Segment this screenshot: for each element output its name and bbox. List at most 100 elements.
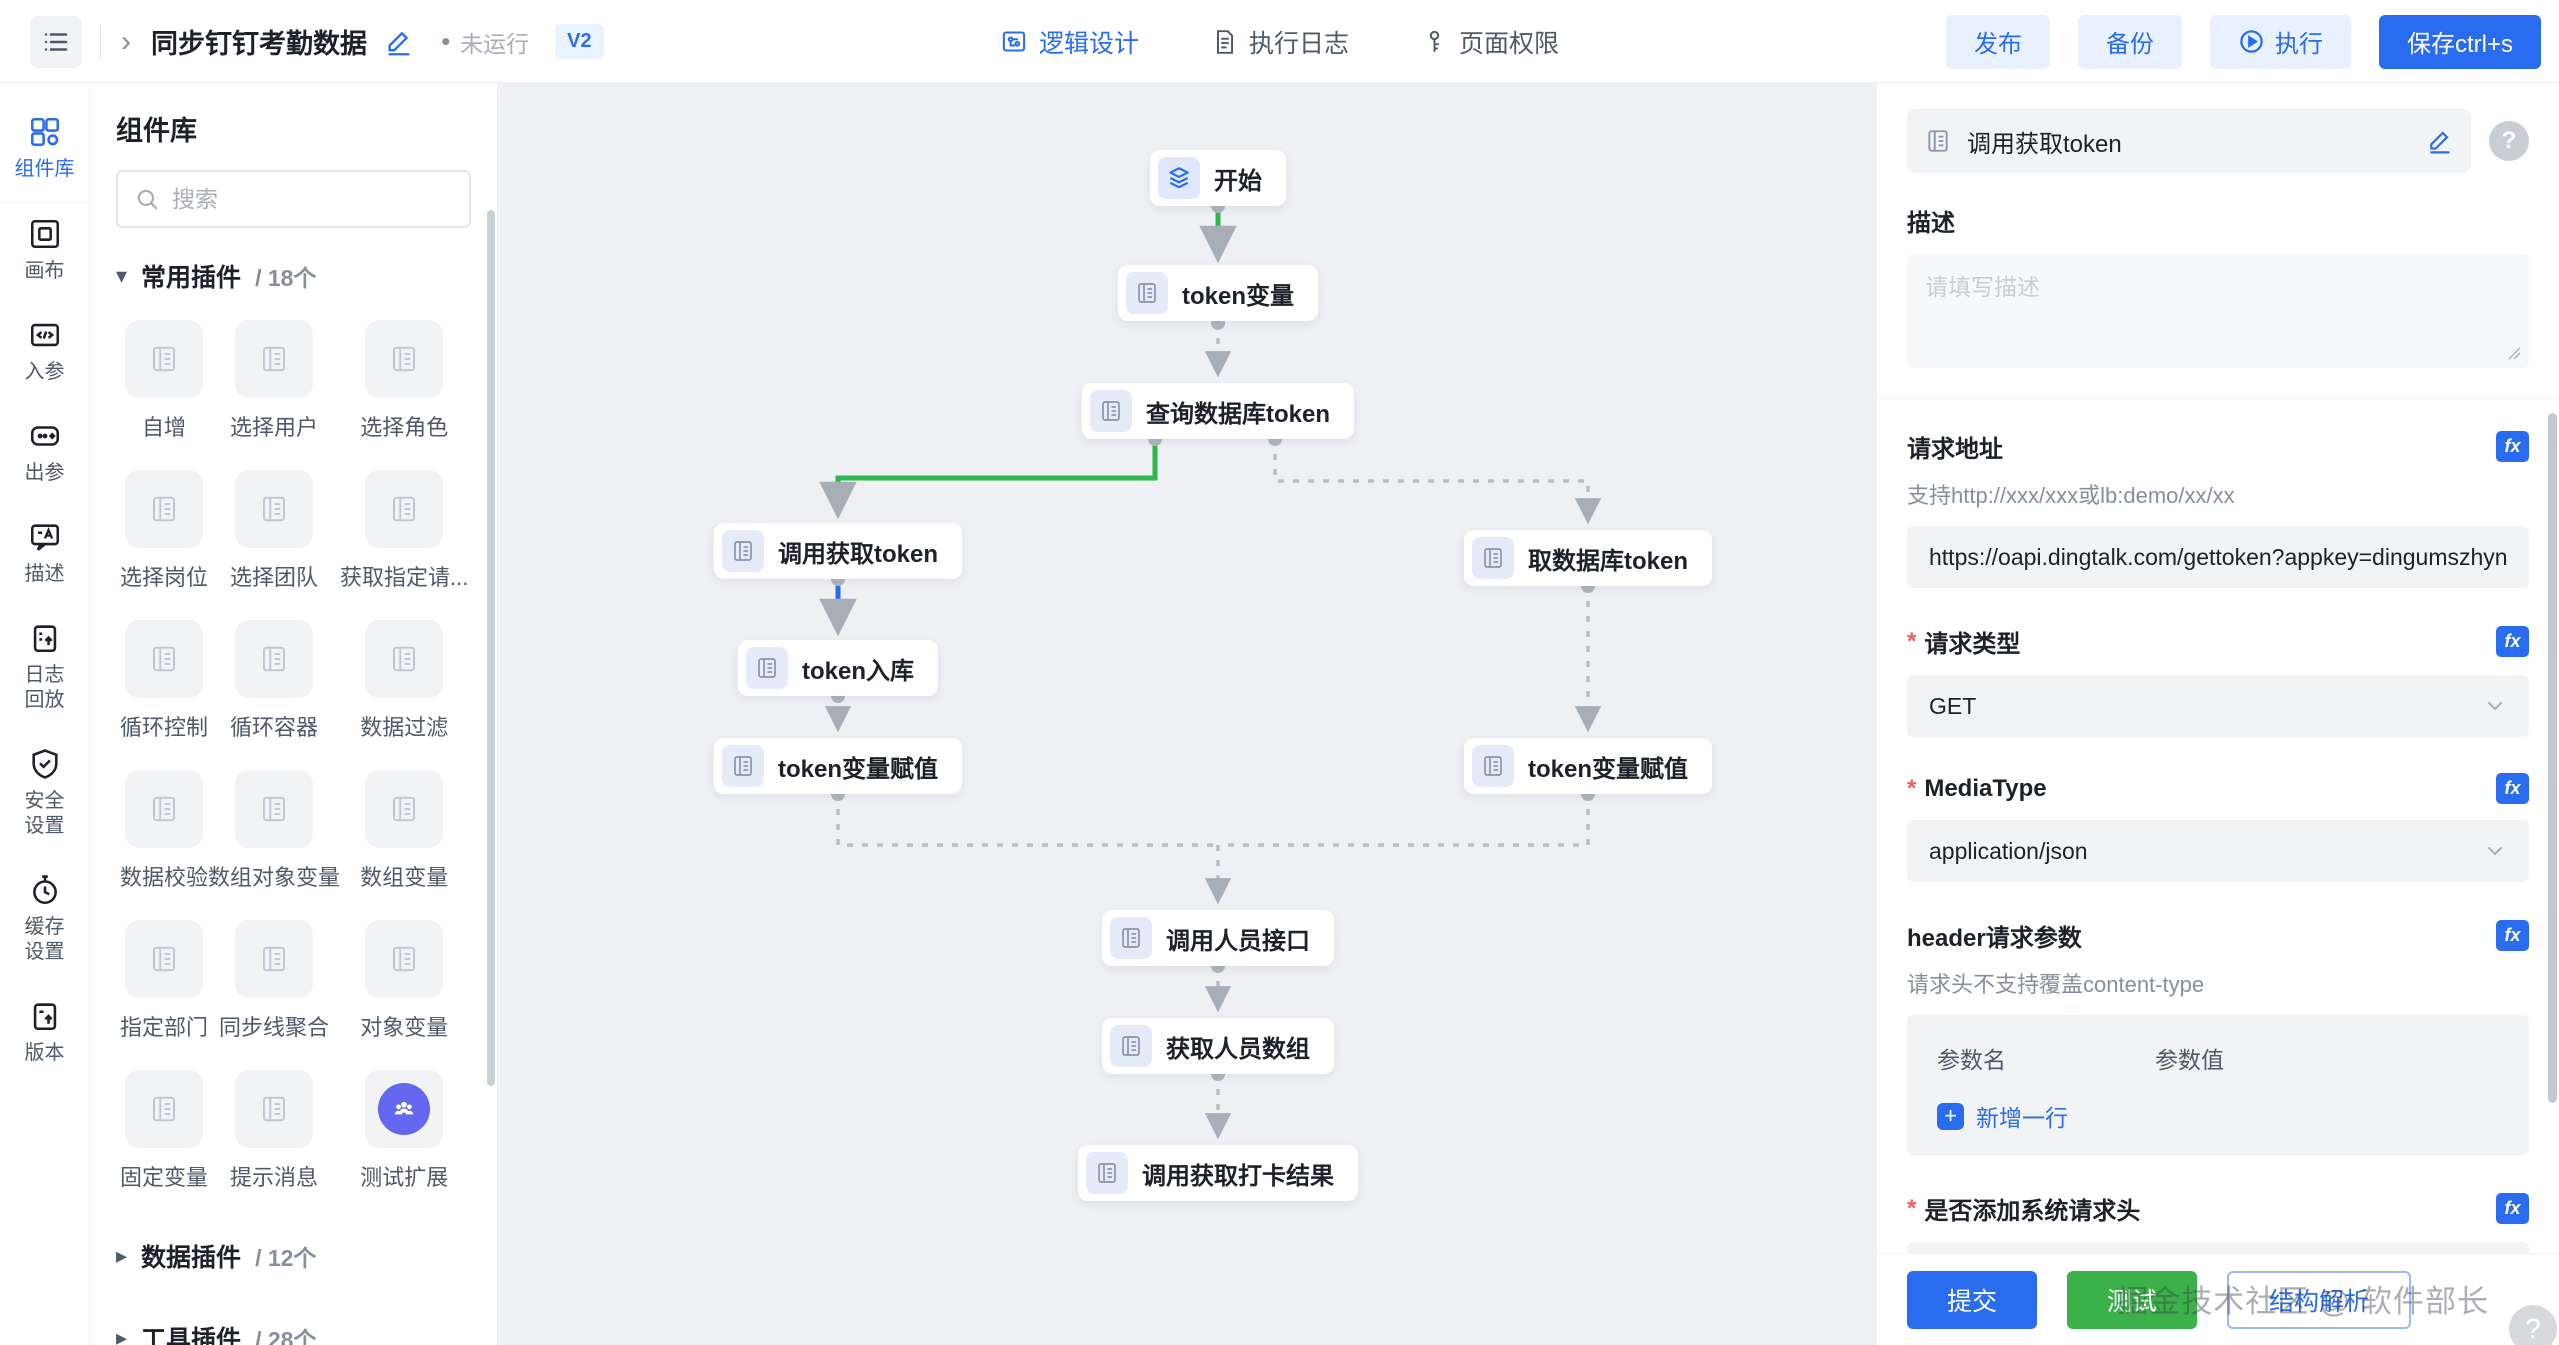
flow-node-get-user-array[interactable]: 获取人员数组 [1102, 1018, 1334, 1074]
version-badge[interactable]: V2 [555, 24, 604, 59]
rail-item-output-params[interactable]: 出参 [0, 405, 89, 506]
component-item-18[interactable]: 测试扩展 [340, 1070, 468, 1192]
fx-expression-toggle[interactable]: fx [2496, 431, 2529, 462]
structure-parse-button[interactable]: 结构解析 [2227, 1270, 2412, 1329]
flow-node-call-punch-result[interactable]: 调用获取打卡结果 [1078, 1145, 1358, 1201]
component-item-label: 数据校验 [120, 865, 209, 890]
section-tool-plugins[interactable]: ▸ 工具插件 / 28个 [90, 1290, 497, 1345]
component-tile [125, 770, 203, 848]
flow-node-call-get-token[interactable]: 调用获取token [713, 523, 963, 579]
tab-logic-design[interactable]: 逻辑设计 [1000, 24, 1139, 60]
rail-item-version[interactable]: 版本 [0, 985, 89, 1086]
component-item-4[interactable]: 选择岗位 [120, 470, 208, 592]
description-textarea[interactable] [1925, 268, 2511, 354]
flow-node-token-assign-right[interactable]: token变量赋值 [1463, 738, 1713, 794]
component-tile [125, 320, 203, 398]
node-title-card[interactable]: 调用获取token [1907, 109, 2471, 173]
fx-expression-toggle[interactable]: fx [2496, 1193, 2529, 1224]
component-item-11[interactable]: 数组对象变量 [208, 770, 340, 892]
node-doc-icon [1086, 1152, 1128, 1194]
flow-node-start[interactable]: 开始 [1150, 150, 1286, 206]
fx-expression-toggle[interactable]: fx [2496, 920, 2529, 951]
tab-page-permission[interactable]: 页面权限 [1421, 24, 1559, 60]
rail-item-log-replay[interactable]: 日志回放 [0, 607, 89, 733]
chevron-down-icon [2483, 839, 2507, 863]
component-item-14[interactable]: 同步线聚合 [208, 920, 340, 1042]
flow-canvas[interactable]: 开始 token变量 查询数据库token 调用获取token 取数据库toke… [498, 83, 1877, 1345]
inspector-footer: 提交 测试 结构解析 [1877, 1253, 2559, 1345]
component-item-12[interactable]: 数组变量 [340, 770, 468, 892]
edit-title-icon[interactable] [385, 28, 413, 56]
rail-item-components[interactable]: 组件库 [0, 101, 89, 203]
help-icon[interactable]: ? [2489, 121, 2529, 161]
search-input[interactable] [172, 185, 453, 213]
rail-item-canvas[interactable]: 画布 [0, 203, 89, 304]
save-button[interactable]: 保存ctrl+s [2378, 14, 2541, 69]
flow-node-query-db-token[interactable]: 查询数据库token [1081, 383, 1355, 439]
flow-node-fetch-db-token[interactable]: 取数据库token [1463, 530, 1713, 586]
component-item-label: 数组变量 [360, 865, 449, 890]
component-item-5[interactable]: 选择团队 [208, 470, 340, 592]
component-item-6[interactable]: 获取指定请... [340, 470, 468, 592]
rail-item-cache-settings[interactable]: 缓存设置 [0, 859, 89, 985]
component-item-10[interactable]: 数据校验 [120, 770, 208, 892]
component-item-3[interactable]: 选择角色 [340, 320, 468, 442]
backup-button[interactable]: 备份 [2077, 14, 2182, 69]
inspector-scrollbar[interactable] [2548, 413, 2557, 1103]
node-doc-icon [1471, 745, 1514, 787]
resize-handle-icon[interactable] [2505, 344, 2521, 360]
caret-right-icon: ▸ [116, 1325, 128, 1345]
flow-node-token-variable[interactable]: token变量 [1117, 265, 1319, 321]
component-tile [235, 770, 314, 848]
component-item-9[interactable]: 数据过滤 [340, 620, 468, 742]
publish-button[interactable]: 发布 [1945, 14, 2050, 69]
component-item-15[interactable]: 对象变量 [340, 920, 468, 1042]
rail-item-security-settings[interactable]: 安全设置 [0, 733, 89, 859]
component-item-2[interactable]: 选择用户 [208, 320, 340, 442]
rail-item-input-params[interactable]: 入参 [0, 304, 89, 405]
inspector-content: 调用获取token ? 描述 请求地址 fx [1877, 83, 2559, 1253]
fx-expression-toggle[interactable]: fx [2496, 626, 2529, 657]
component-item-label: 同步线聚合 [219, 1015, 330, 1040]
rail-item-description[interactable]: 描述 [0, 506, 89, 607]
component-item-label: 对象变量 [360, 1015, 449, 1040]
test-button[interactable]: 测试 [2067, 1270, 2198, 1329]
caret-down-icon: ▾ [116, 263, 128, 288]
add-header-row-button[interactable]: + 新增一行 [1937, 1099, 2499, 1133]
search-box[interactable] [116, 170, 471, 228]
section-common-plugins[interactable]: ▾ 常用插件 / 18个 [116, 263, 317, 292]
component-item-8[interactable]: 循环容器 [208, 620, 340, 742]
timer-icon [32, 875, 57, 905]
components-icon [30, 117, 59, 147]
component-item-label: 选择团队 [230, 565, 319, 590]
component-item-1[interactable]: 自增 [120, 320, 208, 442]
run-button[interactable]: 执行 [2209, 14, 2351, 69]
edit-node-title-icon[interactable] [2427, 128, 2453, 154]
flow-node-call-user-api[interactable]: 调用人员接口 [1102, 910, 1334, 966]
panel-scrollbar[interactable] [487, 210, 495, 1086]
page-title: 同步钉钉考勤数据 [151, 29, 367, 59]
component-item-label: 数组对象变量 [208, 865, 341, 890]
fx-expression-toggle[interactable]: fx [2496, 773, 2529, 804]
status-text: 未运行 [460, 30, 530, 57]
system-header-select[interactable]: 是 [1907, 1242, 2529, 1253]
component-item-17[interactable]: 提示消息 [208, 1070, 340, 1192]
run-status: • 未运行 [441, 25, 529, 59]
tab-exec-log[interactable]: 执行日志 [1211, 24, 1349, 60]
component-item-13[interactable]: 指定部门 [120, 920, 208, 1042]
request-url-input[interactable] [1929, 543, 2507, 571]
section-data-plugins[interactable]: ▸ 数据插件 / 12个 [116, 1243, 317, 1272]
test-extension-icon [378, 1083, 431, 1135]
component-tile-special [365, 1070, 444, 1148]
media-type-select[interactable]: application/json [1907, 820, 2529, 882]
component-item-7[interactable]: 循环控制 [120, 620, 208, 742]
request-method-select[interactable]: GET [1907, 675, 2529, 737]
flow-node-token-assign-left[interactable]: token变量赋值 [713, 738, 963, 794]
flow-node-token-store[interactable]: token入库 [737, 640, 939, 696]
watermark-help-icon: ? [2509, 1305, 2557, 1345]
menu-button[interactable] [30, 15, 82, 68]
component-item-16[interactable]: 固定变量 [120, 1070, 208, 1192]
submit-button[interactable]: 提交 [1907, 1270, 2038, 1329]
description-icon [30, 524, 59, 551]
component-item-label: 选择岗位 [120, 565, 209, 590]
